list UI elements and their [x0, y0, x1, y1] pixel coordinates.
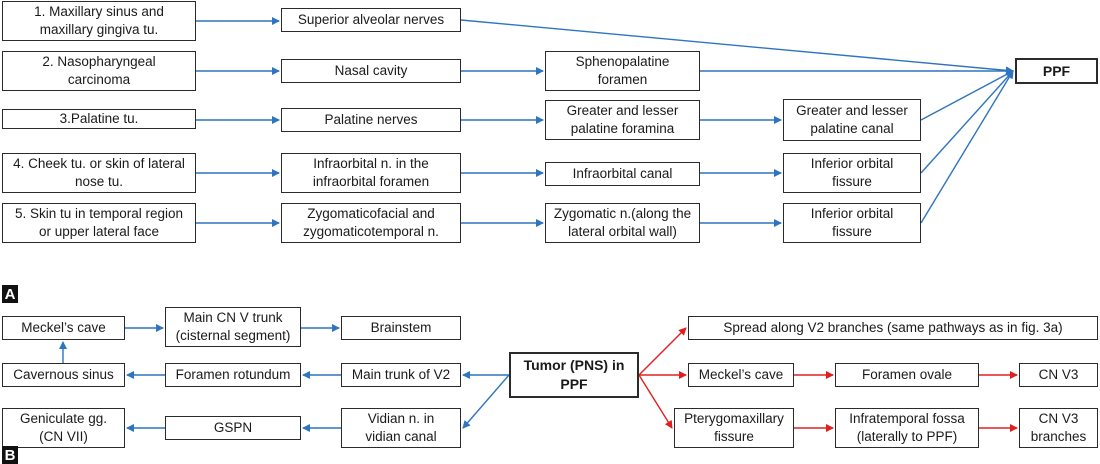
- node-zygomaticofacial-nerves: Zygomaticofacial and zygomaticotemporal …: [281, 203, 461, 243]
- node-gspn: GSPN: [165, 416, 301, 440]
- node-main-cn5-trunk: Main CN V trunk (cisternal segment): [165, 307, 301, 347]
- arrow-a-iof2-ppf: [920, 70, 1014, 224]
- node-infratemporal-fossa: Infratemporal fossa (laterally to PPF): [835, 408, 979, 448]
- node-brainstem: Brainstem: [341, 316, 461, 340]
- arrow-b-tumor-vidian: [462, 374, 510, 429]
- arrow-b-tumor-spread: [638, 327, 687, 376]
- node-inferior-orbital-fissure-2: Inferior orbital fissure: [783, 203, 921, 243]
- node-nasal-cavity: Nasal cavity: [281, 59, 461, 83]
- node-superior-alveolar-nerves: Superior alveolar nerves: [281, 8, 461, 32]
- node-ppf: PPF: [1015, 58, 1098, 84]
- panel-label-b: B: [2, 446, 18, 464]
- node-palatine-nerves: Palatine nerves: [281, 108, 461, 132]
- node-zygomatic-nerve: Zygomatic n.(along the lateral orbital w…: [545, 203, 700, 243]
- node-geniculate-ganglion: Geniculate gg. (CN VII): [2, 408, 125, 448]
- node-cn-v3-branches: CN V3 branches: [1019, 408, 1098, 448]
- node-cn-v3: CN V3: [1019, 363, 1098, 387]
- node-foramen-rotundum: Foramen rotundum: [165, 363, 301, 387]
- source-nasopharyngeal-carcinoma: 2. Nasopharyngeal carcinoma: [2, 51, 196, 91]
- node-inferior-orbital-fissure-1: Inferior orbital fissure: [783, 153, 921, 193]
- arrow-a-glcanal-ppf: [920, 70, 1014, 121]
- node-infraorbital-canal: Infraorbital canal: [545, 162, 700, 186]
- node-cavernous-sinus: Cavernous sinus: [2, 363, 125, 387]
- node-vidian-nerve: Vidian n. in vidian canal: [341, 408, 461, 448]
- node-main-trunk-v2: Main trunk of V2: [341, 363, 461, 387]
- node-infraorbital-nerve: Infraorbital n. in the infraorbital fora…: [281, 153, 461, 193]
- node-tumor-pns-in-ppf: Tumor (PNS) in PPF: [509, 352, 639, 398]
- node-spread-along-v2-branches: Spread along V2 branches (same pathways …: [688, 316, 1098, 340]
- node-meckels-cave-left: Meckel’s cave: [2, 316, 125, 340]
- node-greater-lesser-palatine-canal: Greater and lesser palatine canal: [783, 99, 921, 141]
- source-maxillary-sinus: 1. Maxillary sinus and maxillary gingiva…: [2, 1, 196, 41]
- node-foramen-ovale: Foramen ovale: [835, 363, 979, 387]
- node-sphenopalatine-foramen: Sphenopalatine foramen: [545, 51, 700, 91]
- source-cheek-tumor: 4. Cheek tu. or skin of lateral nose tu.: [2, 153, 196, 193]
- node-meckels-cave-right: Meckel’s cave: [688, 363, 794, 387]
- panel-label-a: A: [2, 285, 18, 303]
- arrow-a-supalv-ppf: [460, 19, 1014, 75]
- source-temporal-skin-tumor: 5. Skin tu in temporal region or upper l…: [2, 203, 196, 243]
- source-palatine-tumor: 3.Palatine tu.: [2, 109, 196, 129]
- arrow-a-iof1-ppf: [920, 70, 1014, 174]
- arrow-b-tumor-ptmfissure: [638, 374, 673, 429]
- node-greater-lesser-palatine-foramina: Greater and lesser palatine foramina: [545, 100, 700, 140]
- node-pterygomaxillary-fissure: Pterygomaxillary fissure: [674, 408, 794, 448]
